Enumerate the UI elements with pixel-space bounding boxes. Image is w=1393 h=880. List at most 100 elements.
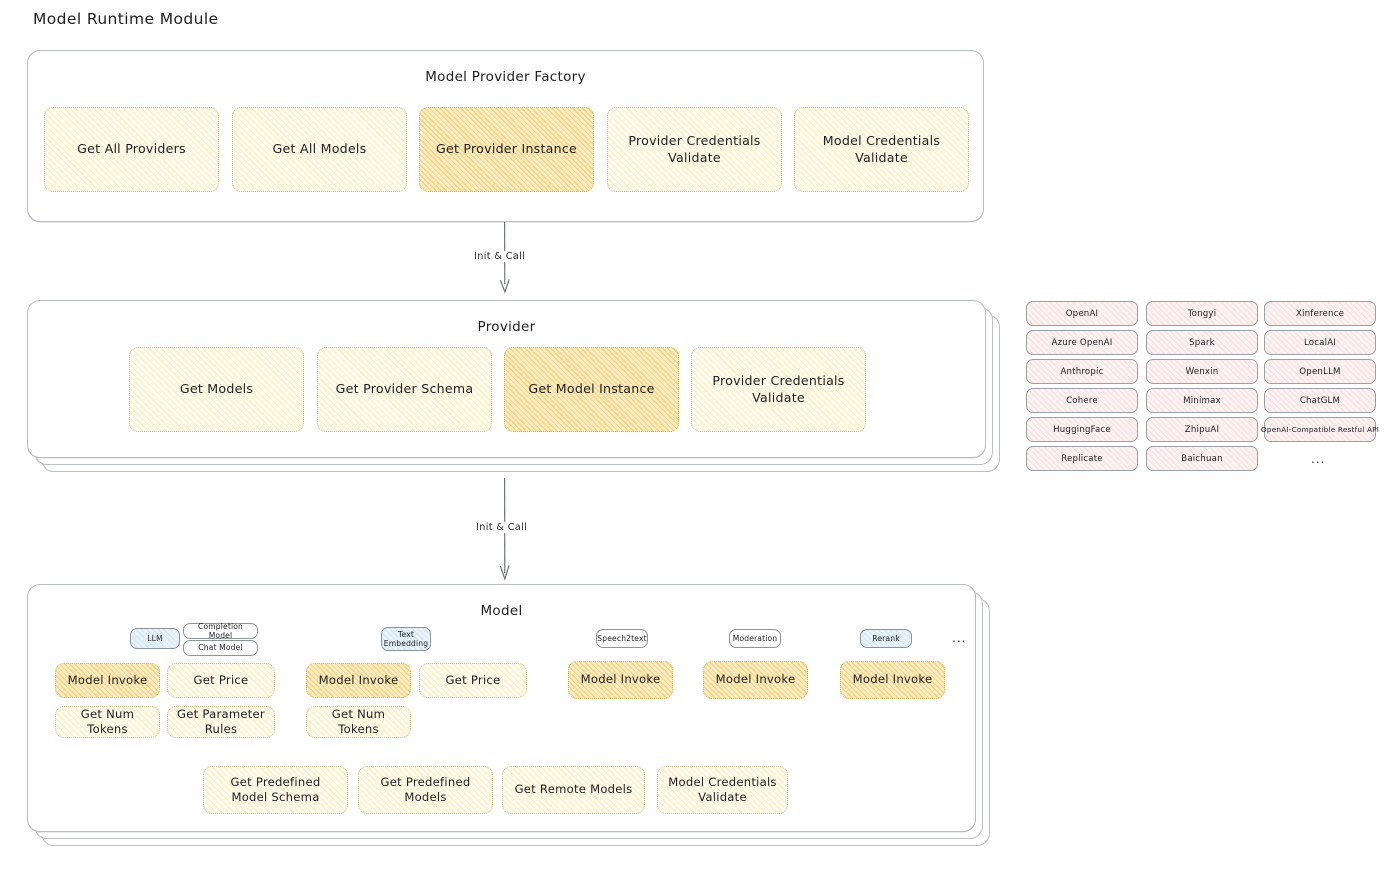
text-embedding-method-get-num-tokens[interactable]: Get Num Tokens xyxy=(306,706,411,738)
provider-chip-cohere[interactable]: Cohere xyxy=(1026,388,1138,413)
model-type-label: Moderation xyxy=(732,633,778,643)
provider-method-provider-credentials-validate[interactable]: Provider Credentials Validate xyxy=(691,347,866,432)
provider-chip-label: HuggingFace xyxy=(1053,424,1111,435)
model-type-label: Text Embedding xyxy=(383,629,429,648)
provider-chip-label: ChatGLM xyxy=(1299,395,1341,406)
provider-method-get-model-instance[interactable]: Get Model Instance xyxy=(504,347,679,432)
model-subtype-chip-chat-model[interactable]: Chat Model xyxy=(183,640,258,656)
model-shared-method-get-predefined-model-schema[interactable]: Get Predefined Model Schema xyxy=(203,766,348,814)
provider-chip-azure-openai[interactable]: Azure OpenAI xyxy=(1026,330,1138,355)
text-embedding-method-label: Get Price xyxy=(445,672,501,687)
provider-method-label: Get Provider Schema xyxy=(335,381,474,397)
provider-chip-label: Azure OpenAI xyxy=(1051,337,1113,348)
provider-method-label: Get Model Instance xyxy=(528,381,655,397)
factory-method-model-credentials-validate[interactable]: Model Credentials Validate xyxy=(794,107,969,192)
provider-chip-openllm[interactable]: OpenLLM xyxy=(1264,359,1376,384)
provider-chip-anthropic[interactable]: Anthropic xyxy=(1026,359,1138,384)
factory-title: Model Provider Factory xyxy=(425,69,586,85)
provider-chip-chatglm[interactable]: ChatGLM xyxy=(1264,388,1376,413)
provider-chip-label: OpenAI-Compatible Restful API xyxy=(1260,425,1380,434)
arrow-provider-to-model-label: Init & Call xyxy=(472,522,532,533)
provider-chip-label: Spark xyxy=(1189,337,1215,348)
rerank-method-model-invoke[interactable]: Model Invoke xyxy=(840,661,945,699)
rerank-method-label: Model Invoke xyxy=(852,672,933,687)
provider-chip-openai-compatible-restful-api[interactable]: OpenAI-Compatible Restful API xyxy=(1260,417,1380,442)
factory-method-label: Model Credentials Validate xyxy=(822,132,941,165)
text-embedding-method-get-price[interactable]: Get Price xyxy=(419,663,527,698)
model-shared-method-label: Model Credentials Validate xyxy=(668,774,777,804)
factory-method-label: Get All Models xyxy=(272,141,367,157)
provider-method-label: Provider Credentials Validate xyxy=(712,372,845,405)
model-type-chip-rerank[interactable]: Rerank xyxy=(860,629,912,648)
speech2text-method-model-invoke[interactable]: Model Invoke xyxy=(568,661,673,699)
moderation-method-label: Model Invoke xyxy=(715,672,796,687)
llm-method-get-price[interactable]: Get Price xyxy=(167,663,275,698)
factory-method-get-all-providers[interactable]: Get All Providers xyxy=(44,107,219,192)
factory-method-label: Provider Credentials Validate xyxy=(628,132,761,165)
provider-method-get-provider-schema[interactable]: Get Provider Schema xyxy=(317,347,492,432)
model-type-label: Speech2text xyxy=(597,633,647,643)
model-title: Model xyxy=(480,603,523,619)
llm-method-get-parameter-rules[interactable]: Get Parameter Rules xyxy=(167,706,275,738)
provider-chip-label: Tongyi xyxy=(1187,308,1217,319)
provider-chip-spark[interactable]: Spark xyxy=(1146,330,1258,355)
model-shared-method-model-credentials-validate[interactable]: Model Credentials Validate xyxy=(657,766,788,814)
provider-title: Provider xyxy=(477,319,536,335)
llm-method-label: Model Invoke xyxy=(67,672,148,687)
model-shared-method-label: Get Remote Models xyxy=(514,782,633,797)
llm-method-get-num-tokens[interactable]: Get Num Tokens xyxy=(55,706,160,738)
factory-method-label: Get Provider Instance xyxy=(435,141,578,157)
model-type-chip-llm[interactable]: LLM xyxy=(130,628,180,649)
provider-chip-replicate[interactable]: Replicate xyxy=(1026,446,1138,471)
arrow-factory-to-provider-label: Init & Call xyxy=(470,251,530,262)
llm-method-label: Get Price xyxy=(193,672,249,687)
model-shared-method-get-predefined-models[interactable]: Get Predefined Models xyxy=(358,766,493,814)
factory-method-provider-credentials-validate[interactable]: Provider Credentials Validate xyxy=(607,107,782,192)
provider-chip-minimax[interactable]: Minimax xyxy=(1146,388,1258,413)
provider-chip-label: Anthropic xyxy=(1060,366,1104,377)
model-subtype-label: Chat Model xyxy=(198,643,243,653)
model-subtype-label: Completion Model xyxy=(198,621,243,640)
provider-chip-zhipuai[interactable]: ZhipuAI xyxy=(1146,417,1258,442)
provider-chip-label: ZhipuAI xyxy=(1184,424,1220,435)
model-shared-method-label: Get Predefined Models xyxy=(380,774,471,804)
provider-method-get-models[interactable]: Get Models xyxy=(129,347,304,432)
factory-method-get-provider-instance[interactable]: Get Provider Instance xyxy=(419,107,594,192)
text-embedding-method-model-invoke[interactable]: Model Invoke xyxy=(306,663,411,698)
provider-chip-label: Wenxin xyxy=(1185,366,1219,377)
factory-method-get-all-models[interactable]: Get All Models xyxy=(232,107,407,192)
provider-chip-baichuan[interactable]: Baichuan xyxy=(1146,446,1258,471)
llm-method-label: Get Parameter Rules xyxy=(177,706,265,736)
page-title: Model Runtime Module xyxy=(33,10,219,28)
provider-chip-label: Xinference xyxy=(1295,308,1345,319)
provider-chip-label: LocalAI xyxy=(1303,337,1337,348)
provider-chip-huggingface[interactable]: HuggingFace xyxy=(1026,417,1138,442)
model-subtype-chip-completion-model[interactable]: Completion Model xyxy=(183,621,258,640)
model-type-chip-moderation[interactable]: Moderation xyxy=(729,629,781,648)
provider-chip-xinference[interactable]: Xinference xyxy=(1264,301,1376,326)
provider-chip-label: OpenAI xyxy=(1065,308,1099,319)
provider-chip-label: OpenLLM xyxy=(1299,366,1341,377)
llm-method-label: Get Num Tokens xyxy=(80,706,135,736)
provider-chip-openai[interactable]: OpenAI xyxy=(1026,301,1138,326)
provider-chip-label: Cohere xyxy=(1066,395,1098,406)
moderation-method-model-invoke[interactable]: Model Invoke xyxy=(703,661,808,699)
provider-chip-label: Minimax xyxy=(1183,395,1221,406)
speech2text-method-label: Model Invoke xyxy=(580,672,661,687)
text-embedding-method-label: Get Num Tokens xyxy=(331,706,386,736)
provider-list-more-ellipsis: ... xyxy=(1311,452,1326,466)
factory-method-label: Get All Providers xyxy=(77,141,186,157)
text-embedding-method-label: Model Invoke xyxy=(318,672,399,687)
provider-chip-wenxin[interactable]: Wenxin xyxy=(1146,359,1258,384)
model-types-more-ellipsis: ... xyxy=(952,631,967,645)
provider-chip-label: Baichuan xyxy=(1181,453,1223,464)
llm-method-model-invoke[interactable]: Model Invoke xyxy=(55,663,160,698)
model-type-chip-speech2text[interactable]: Speech2text xyxy=(596,629,648,648)
model-shared-method-get-remote-models[interactable]: Get Remote Models xyxy=(502,766,645,814)
provider-chip-label: Replicate xyxy=(1061,453,1103,464)
provider-chip-tongyi[interactable]: Tongyi xyxy=(1146,301,1258,326)
model-type-chip-text-embedding[interactable]: Text Embedding xyxy=(381,627,431,651)
provider-method-label: Get Models xyxy=(179,381,254,397)
provider-chip-localai[interactable]: LocalAI xyxy=(1264,330,1376,355)
